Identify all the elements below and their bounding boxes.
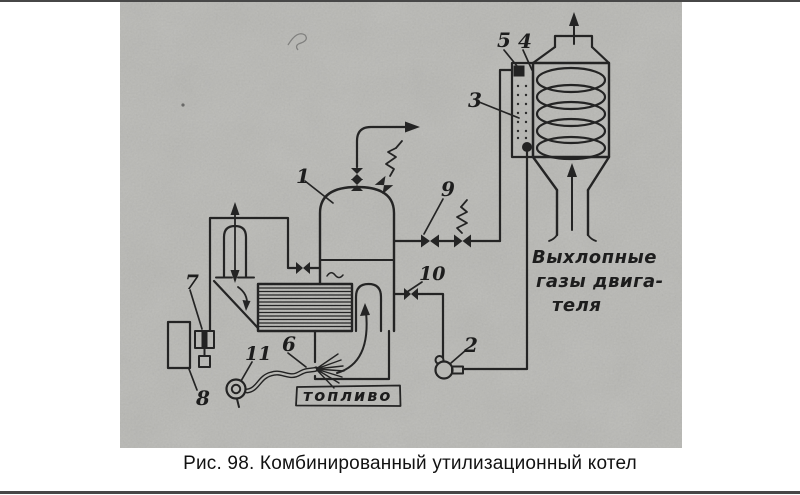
feed-pump-2 xyxy=(434,360,454,380)
loop-valve-icon xyxy=(296,262,310,274)
safety-valve-stem xyxy=(395,140,403,149)
spring-valve-icon xyxy=(454,234,471,248)
feed-pump-2-nozzle xyxy=(451,365,464,375)
figure-caption: Рис. 98. Комбинированный утилизационный … xyxy=(183,453,637,474)
fuel-label-box xyxy=(295,384,402,407)
loop-piping xyxy=(208,216,298,333)
downcomer-chute xyxy=(212,279,260,330)
scanned-figure: 1 2 3 4 5 6 7 8 9 10 11 Выхлопные газы д… xyxy=(120,2,682,448)
circulation-loop xyxy=(208,202,322,333)
feed-line xyxy=(392,288,464,380)
up-arrow-icon xyxy=(230,202,240,215)
tube-bundle xyxy=(256,282,354,333)
gas-inlet-duct xyxy=(555,188,590,237)
steam-line xyxy=(392,199,502,248)
exhaust-heat-exchanger xyxy=(510,12,611,242)
exchanger-top-shoulders xyxy=(531,45,611,65)
part-label-6: 6 xyxy=(282,332,296,356)
boiler-schematic: 1 2 3 4 5 6 7 8 9 10 11 Выхлопные газы д… xyxy=(120,2,682,448)
exhaust-gas-text-line2: газы двига- xyxy=(536,271,664,292)
part-label-7: 7 xyxy=(185,270,199,294)
fuel-pump-tail xyxy=(236,398,240,408)
leader-5 xyxy=(503,49,518,67)
top-header-fitting xyxy=(513,65,525,77)
duct-flares xyxy=(548,234,597,242)
leader-6 xyxy=(287,352,307,368)
circulation-arrow-icon xyxy=(242,300,251,311)
leader-7 xyxy=(189,289,203,330)
flame-path-arrow-icon xyxy=(360,303,370,316)
leader-11 xyxy=(240,361,253,382)
part-label-2: 2 xyxy=(463,333,478,357)
furnace-walls xyxy=(313,329,391,381)
safety-valve-icon xyxy=(374,175,394,195)
leader-2 xyxy=(450,349,467,364)
stray-pen-mark xyxy=(287,33,307,51)
top-rule xyxy=(0,0,800,2)
valve-spring-stem xyxy=(460,199,468,208)
leader-3 xyxy=(478,101,520,119)
header-column xyxy=(510,61,535,159)
steam-outlet-pipe xyxy=(355,125,411,169)
fuel-text: топливо xyxy=(303,386,392,405)
gas-inlet-arrow-icon xyxy=(567,163,577,177)
down-arrow-icon xyxy=(230,270,240,283)
tube-hatching xyxy=(258,287,352,328)
burner-spray-icon xyxy=(315,353,345,389)
gas-outlet-arrow-icon xyxy=(569,12,579,26)
level-fitting-7 xyxy=(194,330,215,368)
leader-4 xyxy=(522,49,533,71)
part-label-3: 3 xyxy=(468,88,482,112)
part-label-9: 9 xyxy=(441,177,455,201)
fuel-pump-11-hub xyxy=(230,383,242,395)
paper-grain xyxy=(120,2,682,448)
burner-assembly xyxy=(225,353,345,408)
part-label-10: 10 xyxy=(419,263,445,285)
boiler-drum xyxy=(318,121,420,333)
flue-duct xyxy=(354,282,383,333)
gauge-box-8 xyxy=(166,320,192,370)
steam-coil xyxy=(535,66,607,161)
condensate-return-pipe xyxy=(461,150,529,371)
paper-speck xyxy=(181,103,185,107)
leader-9 xyxy=(423,198,444,235)
part-label-8: 8 xyxy=(195,386,210,410)
exchanger-funnel xyxy=(531,155,611,192)
leader-10 xyxy=(406,281,423,293)
part-label-4: 4 xyxy=(518,29,532,53)
leader-8 xyxy=(188,368,198,391)
bottom-header-fitting xyxy=(522,142,532,152)
steam-riser-pipe xyxy=(498,68,514,243)
steam-outlet-arrow-icon xyxy=(405,121,420,133)
part-label-1: 1 xyxy=(296,164,310,188)
leader-1 xyxy=(304,180,334,204)
valve-spring-zigzag xyxy=(456,206,468,234)
stop-valve-9-icon xyxy=(421,234,439,248)
header-column-rivets xyxy=(516,84,528,140)
exhaust-gas-text-line1: Выхлопные xyxy=(532,247,657,268)
leader-lines xyxy=(188,49,533,391)
fuel-pump-11 xyxy=(225,378,247,400)
water-squiggle xyxy=(326,272,344,279)
feed-valve-10-icon xyxy=(404,288,418,300)
part-label-5: 5 xyxy=(497,28,511,52)
drain-fitting xyxy=(198,355,211,368)
fuel-pipe-inner xyxy=(245,368,317,393)
part-label-11: 11 xyxy=(245,343,271,365)
exhaust-gas-text-line3: теля xyxy=(552,295,601,316)
safety-valve-spring xyxy=(385,147,397,177)
bottom-rule xyxy=(0,491,800,494)
main-steam-valve-icon xyxy=(351,168,363,191)
